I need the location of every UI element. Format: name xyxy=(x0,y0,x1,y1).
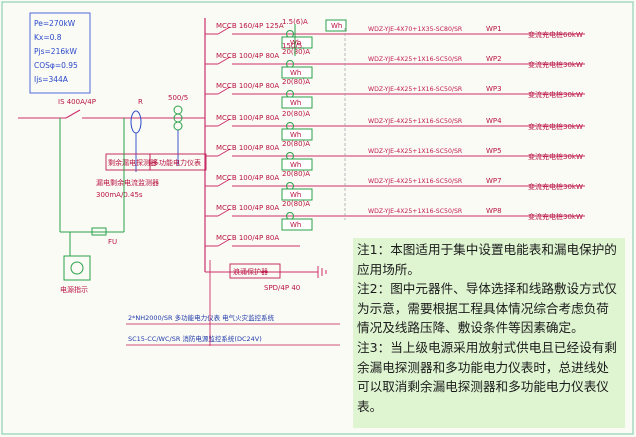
circuit-id: WP8 xyxy=(486,207,502,215)
param-ijs: Ijs=344A xyxy=(34,75,69,84)
ct-label: 20(80)A xyxy=(282,200,310,208)
ct-ratio-label: 500/5 xyxy=(168,94,188,102)
breaker-contact xyxy=(217,26,231,35)
indicator-label: 电源指示 xyxy=(60,285,88,294)
ct-label: 20(80)A xyxy=(282,140,310,148)
load-label: 变流充电桩30kW xyxy=(528,182,583,191)
bottom-line-1: 2*NH2000/SR 多功能电力仪表 电气火灾监控系统 xyxy=(128,313,275,322)
circuit-id: WP1 xyxy=(486,25,502,33)
cable-spec: WDZ-YJE-4X25+1X16-SC50/SR xyxy=(368,178,463,185)
meter-label: Wh xyxy=(290,131,301,139)
rcm-box-label: 剩余漏电探测器 xyxy=(108,158,157,167)
breaker-label: MCCB 100/4P 80A xyxy=(216,144,279,152)
multifunction-box-label: 多功能电力仪表 xyxy=(152,158,201,167)
spd-row xyxy=(205,266,327,278)
cable-spec: WDZ-YJE-4X70+1X35-SC80/SR xyxy=(368,26,463,33)
breaker-contact xyxy=(217,178,231,187)
param-pjs: Pjs=216kW xyxy=(34,47,77,56)
ct-label: 20(80)A xyxy=(282,48,310,56)
fuse-label: FU xyxy=(108,238,117,246)
meter-label: Wh xyxy=(290,161,301,169)
cable-spec: WDZ-YJE-4X25+1X16-SC50/SR xyxy=(368,86,463,93)
meter-label: Wh xyxy=(290,221,301,229)
main-switch-label: IS 400A/4P xyxy=(58,98,96,106)
load-label: 变流充电桩30kW xyxy=(528,60,583,69)
energy-meter-box xyxy=(281,128,313,141)
multifunction-box xyxy=(149,153,207,171)
param-pe: Pe=270kW xyxy=(34,19,76,28)
main-ct xyxy=(173,105,183,131)
indicator-box xyxy=(63,255,91,281)
breaker-label: MCCB 100/4P 80A xyxy=(216,52,279,60)
rcm-note-1: 漏电剩余电流监测器 xyxy=(96,178,159,187)
load-label: 变流充电桩30kW xyxy=(528,122,583,131)
energy-meter-box xyxy=(281,36,313,49)
fuse xyxy=(91,227,107,236)
rcm-sensor xyxy=(130,110,142,134)
note-2: 注2：图中元器件、导体选择和线路敷设方式仅为示意，需要根据工程具体情况综合考虑负… xyxy=(357,281,617,336)
energy-meter-box xyxy=(281,218,313,231)
ct-label: 20(80)A xyxy=(282,110,310,118)
circuit-id: WP4 xyxy=(486,117,502,125)
breaker-contact xyxy=(217,148,231,157)
energy-meter-box xyxy=(281,188,313,201)
breaker-contact xyxy=(217,118,231,127)
breaker-label: MCCB 100/4P 80A xyxy=(216,114,279,122)
meter-label: Wh xyxy=(290,99,301,107)
indicator-lamp xyxy=(70,261,84,275)
load-parameters: Pe=270kW Kx=0.8 Pjs=216kW COSφ=0.95 Ijs=… xyxy=(29,12,91,94)
cable-spec: WDZ-YJE-4X25+1X16-SC50/SR xyxy=(368,118,463,125)
breaker-contact xyxy=(217,208,231,217)
breaker-label: MCCB 100/4P 80A xyxy=(216,174,279,182)
meter-label: Wh xyxy=(290,191,301,199)
note-1: 注1：本图适用于集中设置电能表和漏电保护的应用场所。 xyxy=(357,242,617,277)
breaker-contact xyxy=(217,86,231,95)
r-label: R xyxy=(138,98,143,106)
load-label: 变流充电桩30kW xyxy=(528,152,583,161)
load-label: 变流充电桩30kW xyxy=(528,212,583,221)
indicator-path xyxy=(59,118,125,256)
ct-label: 20(80)A xyxy=(282,170,310,178)
cable-spec: WDZ-YJE-4X25+1X16-SC50/SR xyxy=(368,208,463,215)
main-incoming xyxy=(18,109,205,119)
circuit-id: WP3 xyxy=(486,85,502,93)
rcm-note-2: 300mA/0.45s xyxy=(96,191,143,199)
spare-row xyxy=(205,238,300,247)
energy-meter-box xyxy=(281,66,313,79)
load-label: 变流充电桩60kW xyxy=(528,30,583,39)
note-3: 注3：当上级电源采用放射式供电且已经设有剩余漏电探测器和多功能电力仪表时，总进线… xyxy=(357,339,617,414)
cable-spec: WDZ-YJE-4X25+1X16-SC50/SR xyxy=(368,148,463,155)
spare-breaker-label: MCCB 100/4P 80A xyxy=(216,234,279,242)
circuit-id: WP7 xyxy=(486,177,502,185)
meter-label-main: Wh xyxy=(331,22,342,30)
outgoing-circuits: MCCB 160/4P 125A1.5(6)AWhWDZ-YJE-4X70+1X… xyxy=(205,18,585,231)
load-label: 变流充电桩30kW xyxy=(528,90,583,99)
bottom-line-2: SC15-CC/WC/SR 消防电源监控系统(DC24V) xyxy=(128,334,262,343)
param-cos: COSφ=0.95 xyxy=(34,61,78,70)
meter-label: Wh xyxy=(290,39,301,47)
param-kx: Kx=0.8 xyxy=(34,33,62,42)
meter-label: Wh xyxy=(290,69,301,77)
ct-extra-label: 150/5 xyxy=(282,42,302,50)
ct-label: 20(80)A xyxy=(282,78,310,86)
notes-panel: 注1：本图适用于集中设置电能表和漏电保护的应用场所。 注2：图中元器件、导体选择… xyxy=(353,238,625,428)
breaker-label: MCCB 160/4P 125A xyxy=(216,22,284,30)
breaker-label: MCCB 100/4P 80A xyxy=(216,82,279,90)
spd-label: SPD/4P 40 xyxy=(264,284,300,292)
circuit-id: WP5 xyxy=(486,147,502,155)
energy-meter-box-main xyxy=(325,19,347,32)
energy-meter-box xyxy=(281,158,313,171)
breaker-label: MCCB 100/4P 80A xyxy=(216,204,279,212)
parameters-box xyxy=(29,12,91,94)
breaker-contact xyxy=(217,56,231,65)
ct-label: 1.5(6)A xyxy=(282,18,308,26)
spd-box-label: 浪涌保护器 xyxy=(233,267,268,276)
spd-box xyxy=(229,263,281,279)
energy-meter-box xyxy=(281,96,313,109)
circuit-id: WP2 xyxy=(486,55,502,63)
cable-spec: WDZ-YJE-4X25+1X16-SC50/SR xyxy=(368,56,463,63)
